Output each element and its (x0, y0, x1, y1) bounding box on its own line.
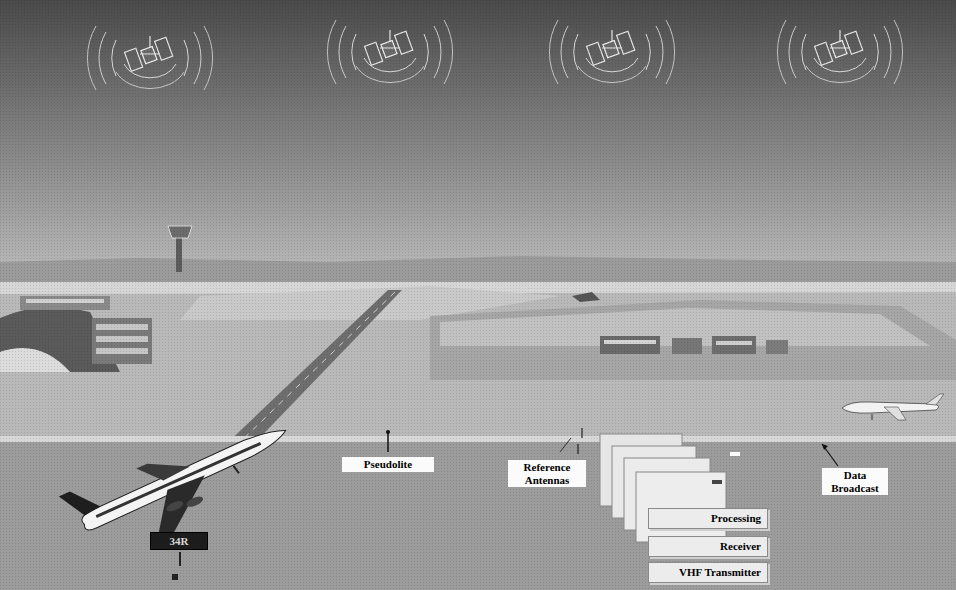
transmitter-box: VHF Transmitter (648, 562, 768, 583)
takeoff-aircraft (59, 401, 305, 569)
pseudolite-label: Pseudolite (342, 457, 434, 472)
processing-box: Processing (648, 508, 768, 529)
box-text: 34R (157, 535, 201, 547)
box-text: Receiver (655, 540, 761, 553)
antenna-label: Reference Antennas (508, 460, 586, 487)
box-text: Processing (655, 512, 761, 525)
runway-sign: 34R (150, 532, 208, 550)
broadcast-label: Data Broadcast (822, 468, 888, 495)
box-text: VHF Transmitter (655, 566, 761, 579)
receiver-box: Receiver (648, 536, 768, 557)
landing-aircraft (842, 394, 944, 420)
